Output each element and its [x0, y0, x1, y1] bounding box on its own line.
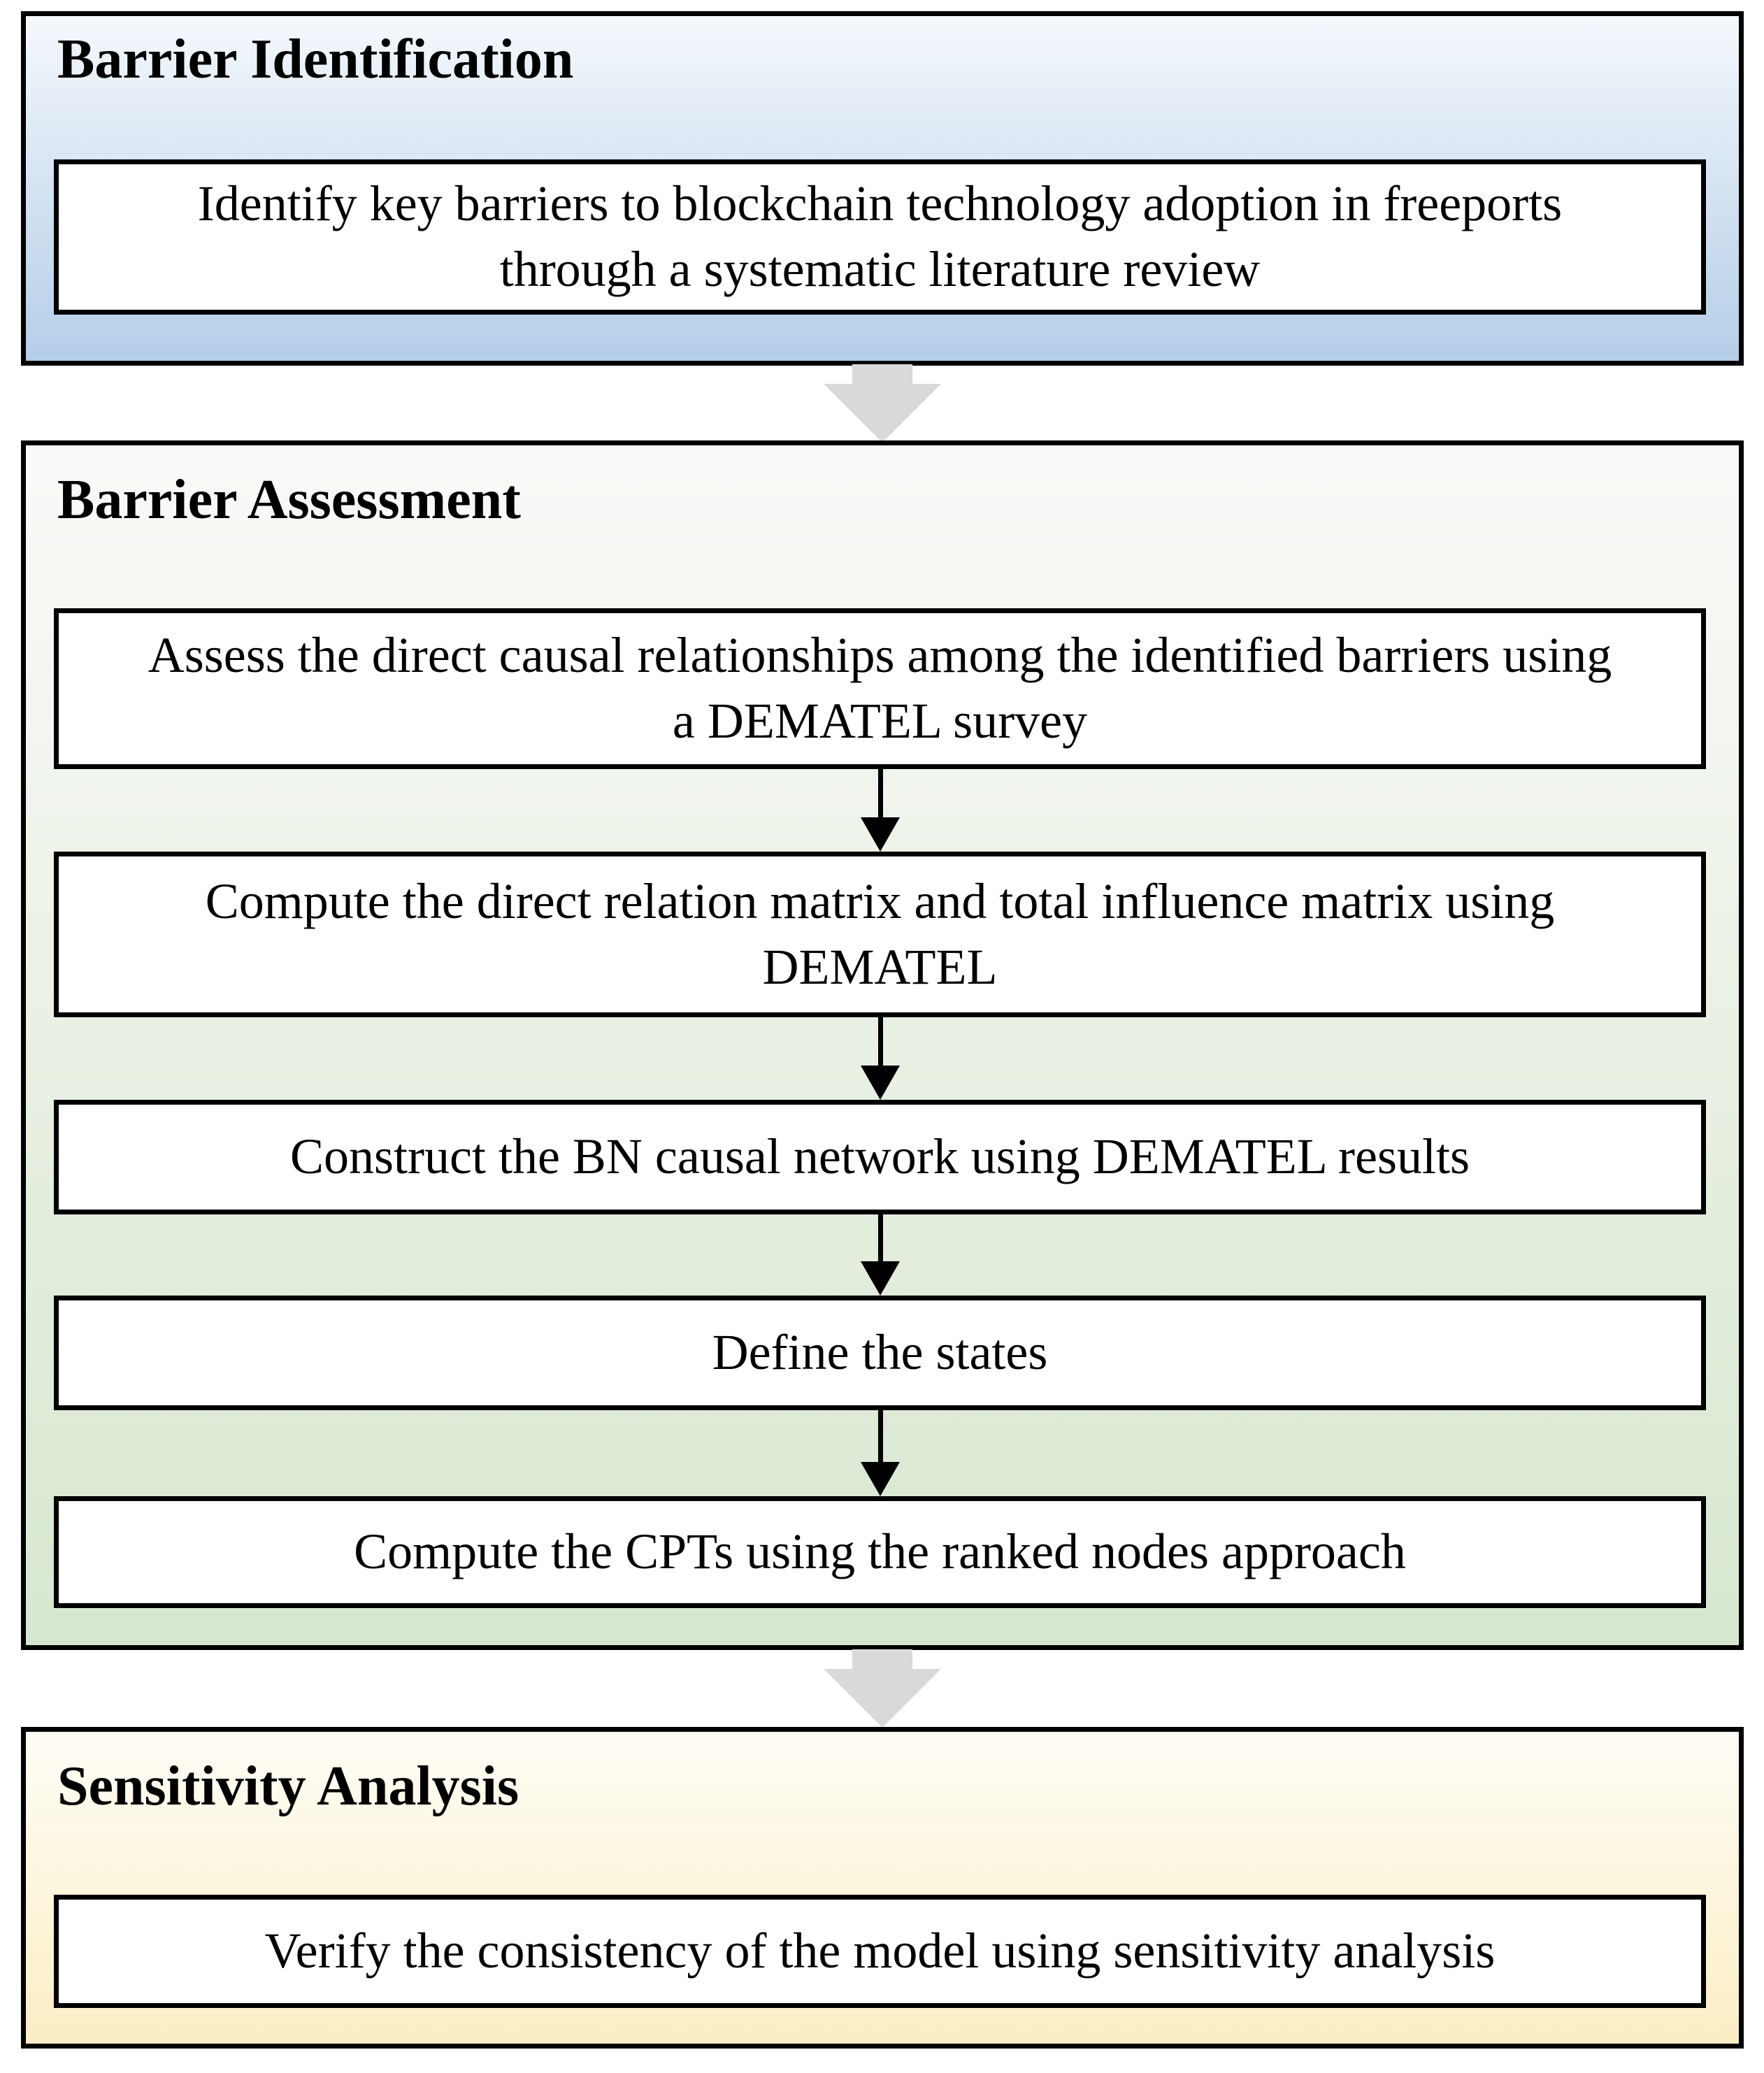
step-text: Compute the direct relation matrix and t… — [205, 873, 1555, 995]
step-box-define-states: Define the states — [54, 1296, 1706, 1410]
down-arrow-stem — [877, 1214, 883, 1261]
step-text: Identify key barriers to blockchain tech… — [197, 175, 1563, 297]
step-box-identify-barriers: Identify key barriers to blockchain tech… — [54, 159, 1706, 315]
section-connector-arrow-icon — [824, 1649, 941, 1728]
section-barrier-identification: Barrier Identification Identify key barr… — [21, 11, 1744, 366]
step-text: Assess the direct causal relationships a… — [148, 627, 1612, 749]
down-arrow-head — [861, 1066, 900, 1100]
connector-arrow-stem — [852, 1649, 912, 1669]
down-arrow-head — [861, 817, 900, 852]
section-title-sensitivity-analysis: Sensitivity Analysis — [57, 1756, 519, 1817]
section-barrier-assessment: Barrier Assessment Assess the direct cau… — [21, 440, 1744, 1650]
down-arrow-stem — [877, 1410, 883, 1462]
step-box-construct-bn-network: Construct the BN causal network using DE… — [54, 1100, 1706, 1214]
connector-arrow-head — [824, 384, 941, 443]
section-connector-arrow-icon — [824, 364, 941, 443]
down-arrow-icon — [861, 769, 900, 852]
connector-arrow-head — [824, 1669, 941, 1728]
down-arrow-icon — [861, 1017, 900, 1100]
down-arrow-stem — [877, 1017, 883, 1066]
step-box-compute-matrices: Compute the direct relation matrix and t… — [54, 852, 1706, 1017]
section-title-barrier-identification: Barrier Identification — [57, 29, 574, 90]
step-text: Verify the consistency of the model usin… — [264, 1923, 1496, 1979]
step-box-assess-relationships: Assess the direct causal relationships a… — [54, 608, 1706, 769]
down-arrow-stem — [877, 769, 883, 817]
step-text: Define the states — [712, 1324, 1048, 1381]
step-text: Construct the BN causal network using DE… — [289, 1128, 1470, 1185]
down-arrow-icon — [861, 1214, 900, 1296]
down-arrow-head — [861, 1462, 900, 1496]
connector-arrow-stem — [852, 364, 912, 384]
down-arrow-icon — [861, 1410, 900, 1496]
step-box-compute-cpts: Compute the CPTs using the ranked nodes … — [54, 1496, 1706, 1608]
step-text: Compute the CPTs using the ranked nodes … — [354, 1523, 1406, 1580]
section-sensitivity-analysis: Sensitivity Analysis Verify the consiste… — [21, 1727, 1744, 2049]
section-title-barrier-assessment: Barrier Assessment — [57, 469, 521, 531]
step-box-verify-consistency: Verify the consistency of the model usin… — [54, 1895, 1706, 2008]
down-arrow-head — [861, 1261, 900, 1296]
